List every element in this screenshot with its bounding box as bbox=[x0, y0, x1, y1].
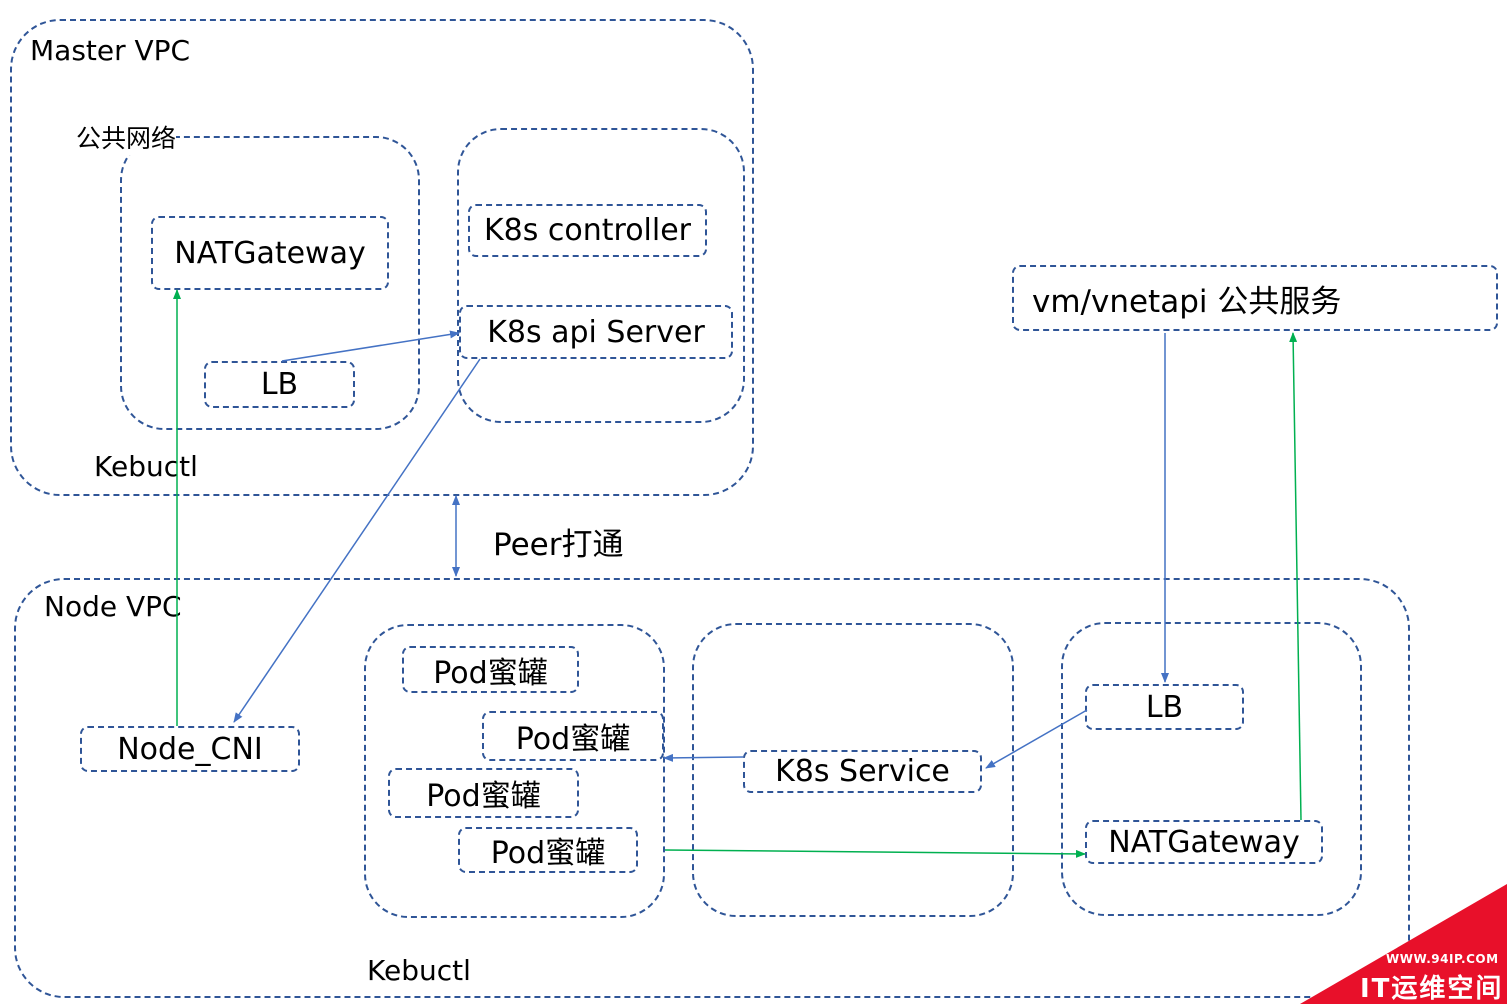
node-vpc-container bbox=[14, 578, 1410, 998]
arrow-k8s-service-to-pod bbox=[663, 753, 744, 762]
arrow-node-lb-to-k8s-service bbox=[985, 709, 1088, 769]
master-natgateway-node: NATGateway bbox=[151, 216, 389, 290]
egress-group bbox=[1061, 622, 1362, 916]
k8s-service-node: K8s Service bbox=[743, 750, 982, 793]
master-vpc-container bbox=[10, 19, 754, 496]
master-kubectl-label: Kebuctl bbox=[94, 450, 198, 483]
public-service-node: vm/vnetapi 公共服务 bbox=[1012, 265, 1498, 331]
arrow-api-server-to-cni bbox=[233, 358, 481, 723]
node-cni-node: Node_CNI bbox=[80, 726, 300, 772]
pod-honeypot-3: Pod蜜罐 bbox=[388, 768, 579, 818]
arrow-natgateway-to-service bbox=[1289, 332, 1302, 821]
node-natgateway-node: NATGateway bbox=[1085, 820, 1323, 864]
pod-honeypot-2: Pod蜜罐 bbox=[482, 711, 664, 761]
k8s-controller-node: K8s controller bbox=[468, 204, 707, 257]
service-group bbox=[692, 623, 1014, 917]
node-kubectl-label: Kebuctl bbox=[367, 954, 471, 987]
peer-label: Peer打通 bbox=[493, 527, 624, 563]
node-lb-node: LB bbox=[1085, 684, 1244, 730]
pod-group bbox=[364, 624, 665, 918]
node-vpc-title: Node VPC bbox=[44, 590, 182, 623]
public-network-label: 公共网络 bbox=[76, 119, 177, 155]
arrow-lb-to-api-server bbox=[281, 330, 460, 362]
k8s-api-server-node: K8s api Server bbox=[459, 305, 733, 359]
control-plane-group bbox=[457, 128, 745, 423]
pod-honeypot-1: Pod蜜罐 bbox=[402, 646, 579, 693]
master-vpc-title: Master VPC bbox=[30, 34, 191, 67]
master-lb-node: LB bbox=[204, 361, 355, 408]
pod-honeypot-4: Pod蜜罐 bbox=[458, 827, 638, 873]
arrow-pod-to-natgateway bbox=[664, 849, 1086, 858]
public-network-group bbox=[120, 136, 420, 430]
